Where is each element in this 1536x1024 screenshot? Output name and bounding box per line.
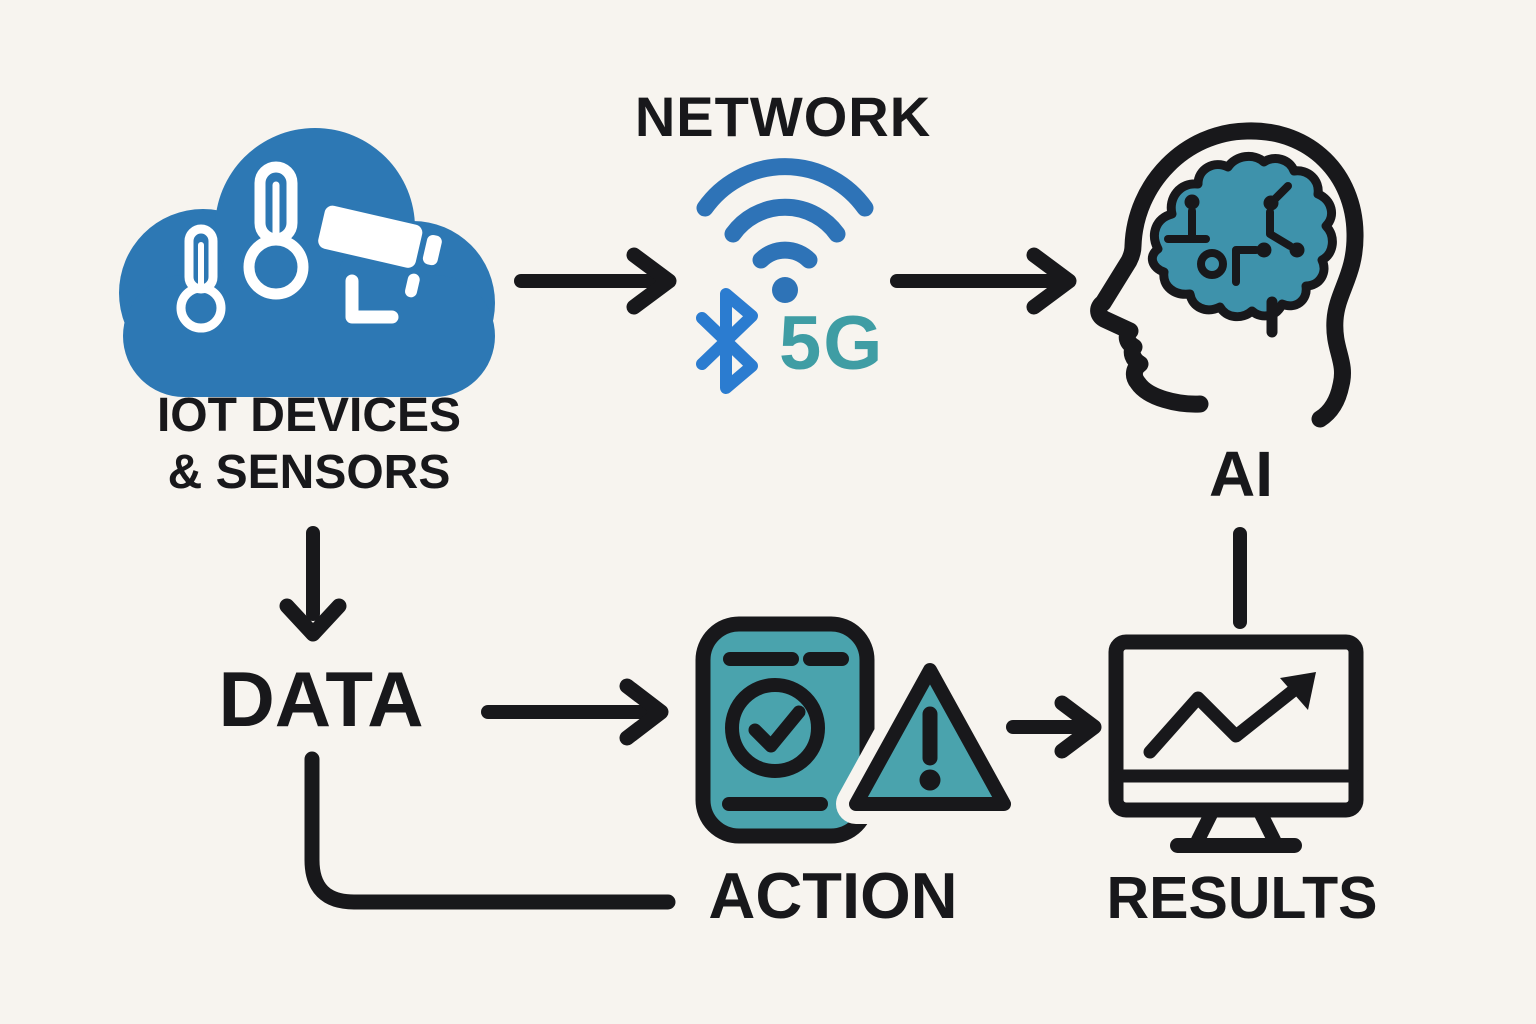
wifi-icon: [696, 158, 874, 303]
monitor-trend-chart-icon: [1108, 634, 1364, 853]
arrowhead-icon: [1026, 247, 1077, 315]
five-g-label: 5G: [779, 301, 885, 386]
arrowhead-icon: [279, 598, 347, 642]
trend-arrowhead-icon: [1280, 672, 1316, 710]
arrowhead-icon: [619, 678, 669, 746]
monitor-base: [1170, 838, 1302, 853]
cctv-camera-icon: [318, 205, 442, 324]
arrow-iot-to-network: [514, 247, 677, 315]
arrow-network-to-ai: [890, 247, 1077, 315]
trend-line: [1143, 683, 1301, 759]
action-label: ACTION: [708, 859, 958, 932]
arrow-iot-to-data: [279, 526, 347, 642]
arrow-action-to-results: [1006, 695, 1102, 759]
bluetooth-icon: [696, 288, 758, 394]
elbow-line-data-to-action: [304, 751, 676, 910]
iot-devices-label-line2: & SENSORS: [167, 445, 451, 499]
data-label: DATA: [218, 655, 424, 743]
checkmark-icon: [748, 705, 806, 753]
results-label: RESULTS: [1106, 865, 1378, 931]
network-label: NETWORK: [634, 85, 932, 148]
iot-devices-label: IOT DEVICES & SENSORS: [100, 388, 518, 501]
ai-label: AI: [1209, 438, 1273, 510]
checkmark-circle: [725, 678, 825, 778]
thermometer-icon: [176, 224, 226, 333]
warning-triangle-icon: [836, 650, 1024, 824]
arrowhead-icon: [626, 247, 677, 315]
thermometer-icon: [243, 161, 309, 300]
arrowhead-icon: [1054, 695, 1102, 759]
tablet-checkmark-icon: [695, 616, 875, 844]
circuit-brain-icon: [1147, 151, 1337, 338]
head-profile-icon: [1090, 122, 1364, 428]
iot-devices-label-line1: IOT DEVICES: [156, 389, 462, 442]
arrow-data-to-action: [481, 678, 669, 746]
cloud-icon: [119, 128, 495, 397]
